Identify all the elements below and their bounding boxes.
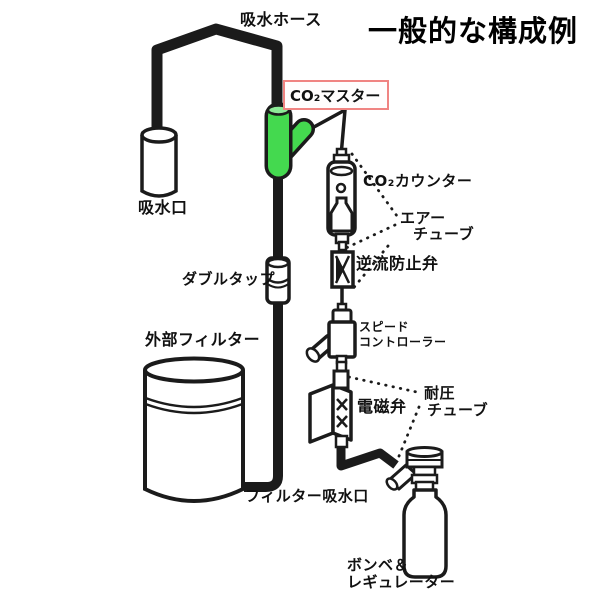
pressure-tube-pipe: [336, 444, 399, 471]
external-filter-label: 外部フィルター: [145, 330, 261, 349]
intake-hose-pipe: [151, 23, 283, 133]
co2-counter-label: CO₂カウンター: [363, 172, 473, 190]
air-tube-master-to-counter: [302, 108, 347, 157]
double-tap-label: ダブルタップ: [182, 270, 276, 288]
co2-counter-device: [326, 147, 357, 252]
solenoid-valve-device: [308, 360, 353, 449]
intake-port-device: [140, 126, 178, 198]
bottle-regulator-device: [385, 446, 448, 579]
pressure-tube-label-line2: チューブ: [427, 401, 489, 419]
main-hose-pipe: [244, 168, 283, 492]
speed-controller-label-line1: スピード: [359, 320, 410, 334]
speed-controller-label-line2: コントローラー: [359, 335, 447, 349]
bottle-regulator-label-line2: レギュレーター: [347, 573, 456, 591]
filter-intake-label: フィルター吸水口: [245, 487, 369, 505]
dotted-pressure-tube-lower: [395, 405, 421, 463]
pressure-tube-label-line1: 耐圧: [424, 384, 456, 402]
page-title: 一般的な構成例: [368, 14, 579, 48]
dotted-pressure-tube-upper: [347, 375, 423, 395]
double-tap-device: [265, 256, 291, 305]
dotted-air-tube-upper: [350, 152, 399, 218]
intake-hose-label: 吸水ホース: [240, 10, 322, 29]
co2-master-callout-box: CO₂マスター: [283, 80, 389, 110]
bottle-regulator-label-line1: ボンベ＆: [347, 556, 410, 574]
co2-master-device: [264, 102, 315, 180]
check-valve-label: 逆流防止弁: [356, 254, 439, 273]
dotted-air-tube-middle: [344, 223, 397, 250]
dotted-pointer-lines: [344, 152, 423, 463]
co2-bottle: [402, 488, 448, 579]
air-tube-label-line2: チューブ: [413, 225, 475, 243]
external-filter-device: [143, 356, 245, 503]
check-valve-device: [330, 250, 355, 289]
air-tube-label-line1: エアー: [400, 209, 446, 227]
intake-port-label: 吸水口: [138, 198, 188, 217]
co2-master-label: CO₂マスター: [290, 86, 381, 105]
dotted-air-tube-lower: [349, 244, 390, 293]
speed-controller-device: [305, 302, 357, 365]
solenoid-valve-label: 電磁弁: [357, 397, 407, 416]
